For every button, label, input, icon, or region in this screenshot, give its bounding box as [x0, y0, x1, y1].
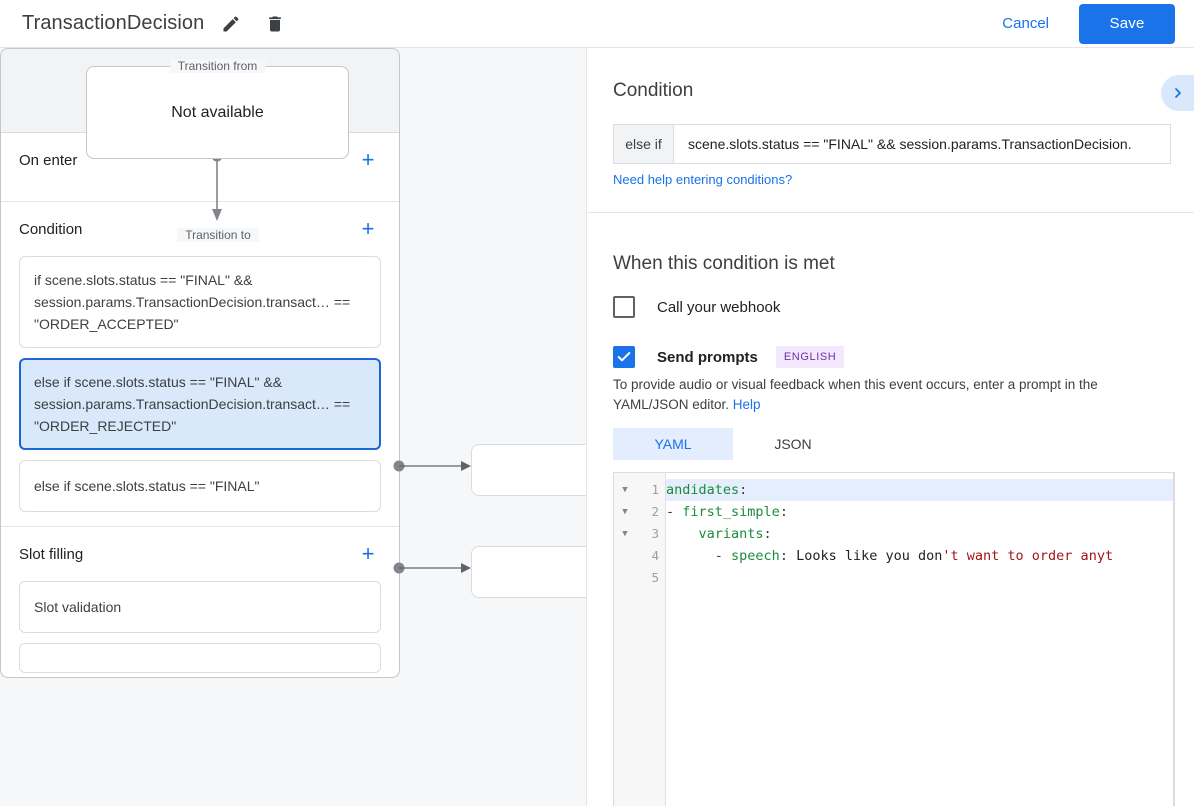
call-webhook-checkbox[interactable]: [613, 296, 635, 318]
save-button[interactable]: Save: [1079, 3, 1175, 44]
editor-line-number: ▼3: [614, 523, 665, 545]
editor-code-line[interactable]: - first_simple:: [666, 501, 1174, 523]
pencil-icon[interactable]: [214, 7, 248, 41]
condition-item-selected[interactable]: else if scene.slots.status == "FINAL" &&…: [19, 358, 381, 450]
trash-icon[interactable]: [258, 7, 292, 41]
section-title: Slot filling: [19, 545, 84, 563]
send-prompts-label: Send prompts: [657, 348, 758, 366]
code-token: -: [666, 504, 683, 520]
editor-code-line[interactable]: [666, 567, 1174, 589]
condition-item[interactable]: else if scene.slots.status == "FINAL": [19, 460, 381, 512]
editor-line-number: ▼2: [614, 501, 665, 523]
slot-filling-item-partial[interactable]: [19, 643, 381, 673]
cancel-button[interactable]: Cancel: [988, 7, 1063, 40]
condition-section-header: Condition else if Need help entering con…: [587, 48, 1194, 213]
transition-target-box[interactable]: [471, 444, 586, 496]
section-header-condition: Condition +: [19, 202, 381, 256]
transition-target-box[interactable]: [471, 546, 586, 598]
section-condition: Condition + if scene.slots.status == "FI…: [1, 202, 399, 527]
section-header-slot-filling: Slot filling +: [19, 527, 381, 581]
code-token: first_simple: [682, 504, 780, 520]
fold-arrow-icon[interactable]: ▼: [622, 529, 628, 539]
transition-from-label: Not available: [171, 103, 264, 121]
condition-help-link[interactable]: Need help entering conditions?: [613, 172, 793, 187]
add-condition-button[interactable]: +: [361, 216, 375, 241]
condition-input-row[interactable]: else if: [613, 124, 1171, 164]
call-webhook-row[interactable]: Call your webhook: [613, 296, 780, 318]
editor-code-line[interactable]: andidates:: [666, 479, 1174, 501]
send-prompts-row[interactable]: Send prompts ENGLISH: [613, 346, 845, 368]
code-token: speech: [731, 548, 780, 564]
code-token: :: [763, 526, 772, 542]
code-token: -: [666, 548, 732, 564]
editor-vertical-scrollbar[interactable]: [1173, 472, 1174, 806]
section-slot-filling: Slot filling + Slot validation: [1, 527, 399, 677]
code-token: 't want to order anyt: [942, 548, 1114, 564]
condition-detail-panel: Condition else if Need help entering con…: [586, 48, 1194, 806]
section-title: Condition: [19, 220, 83, 238]
condition-prefix-label: else if: [614, 125, 674, 163]
transition-to-legend: Transition to: [177, 228, 259, 242]
fold-arrow-icon[interactable]: ▼: [622, 507, 628, 517]
editor-code-line[interactable]: - speech: Looks like you don't want to o…: [666, 545, 1174, 567]
editor-format-tabs[interactable]: YAML JSON: [613, 428, 853, 460]
editor-line-number: ▼1: [614, 479, 665, 501]
line-number: 1: [651, 482, 659, 497]
condition-item[interactable]: if scene.slots.status == "FINAL" && sess…: [19, 256, 381, 348]
code-token: variants: [698, 526, 764, 542]
line-number: 3: [651, 526, 659, 541]
language-badge: ENGLISH: [775, 346, 845, 368]
page-title: TransactionDecision: [22, 12, 205, 34]
add-on-enter-button[interactable]: +: [361, 147, 375, 172]
fold-arrow-icon[interactable]: ▼: [622, 485, 628, 495]
call-webhook-label: Call your webhook: [657, 298, 781, 316]
code-token: :: [779, 504, 788, 520]
tab-json[interactable]: JSON: [774, 436, 812, 452]
code-token: :: [779, 548, 797, 564]
chevron-right-icon[interactable]: [1161, 75, 1194, 111]
editor-line-number: 4: [614, 545, 665, 567]
prompt-description-text: To provide audio or visual feedback when…: [613, 377, 1098, 412]
line-number: 5: [651, 570, 659, 585]
line-number: 4: [651, 548, 659, 563]
code-token: :: [739, 482, 748, 498]
section-on-enter: On enter +: [1, 133, 399, 202]
line-number: 2: [651, 504, 659, 519]
condition-heading: Condition: [613, 80, 694, 101]
send-prompts-checkbox[interactable]: [613, 346, 635, 368]
code-token: andidates: [666, 482, 740, 498]
tab-yaml[interactable]: YAML: [613, 428, 733, 460]
code-token: Looks like you don: [796, 548, 943, 564]
editor-line-number: 5: [614, 567, 665, 589]
code-token: [666, 526, 699, 542]
transition-from-node[interactable]: Transition from Not available: [86, 59, 349, 159]
prompt-help-link[interactable]: Help: [732, 397, 761, 412]
slot-validation-item[interactable]: Slot validation: [19, 581, 381, 633]
add-slot-filling-button[interactable]: +: [361, 541, 375, 566]
section-header-on-enter: On enter +: [19, 133, 381, 187]
editor-code-line[interactable]: variants:: [666, 523, 1174, 545]
flow-canvas[interactable]: Transition from Not available Transition…: [0, 48, 586, 806]
transition-from-legend: Transition from: [169, 59, 266, 73]
when-condition-met-heading: When this condition is met: [613, 253, 835, 274]
section-title: On enter: [19, 151, 78, 169]
condition-input[interactable]: [674, 125, 1170, 163]
app-header: TransactionDecision Cancel Save: [0, 0, 1194, 48]
editor-content[interactable]: andidates:- first_simple: variants: - sp…: [666, 473, 1174, 806]
prompt-description: To provide audio or visual feedback when…: [613, 375, 1173, 415]
